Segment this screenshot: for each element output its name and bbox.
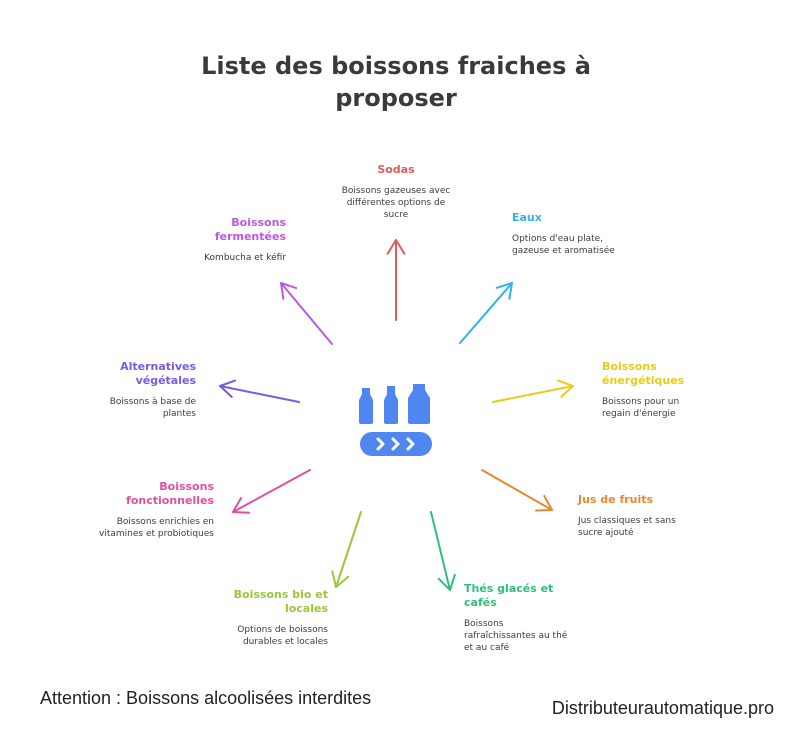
node-heading: Boissons bio et locales: [233, 588, 328, 615]
arrow-fonctionnelles: [232, 469, 311, 514]
node-description: Boissons rafraîchissantes au thé et au c…: [464, 619, 568, 653]
node-heading: Boissons fermentées: [214, 216, 286, 243]
node-description: Boissons pour un regain d'énergie: [602, 397, 680, 419]
arrow-thes: [430, 511, 456, 591]
node-thes: Thés glacés et cafés Boissons rafraîchis…: [464, 582, 574, 654]
node-description: Options d'eau plate, gazeuse et aromatis…: [512, 234, 615, 256]
node-description: Boissons à base de plantes: [109, 397, 196, 419]
arrow-bio: [331, 511, 362, 588]
node-heading: Boissons fonctionnelles: [126, 480, 214, 507]
node-heading: Alternatives végétales: [120, 360, 196, 387]
footer-site: Distributeurautomatique.pro: [551, 698, 774, 718]
arrow-energetiques: [492, 379, 574, 403]
node-heading: Eaux: [512, 211, 542, 224]
node-vegetales: Alternatives végétales Boissons à base d…: [96, 360, 196, 420]
title-line-2: proposer: [335, 84, 457, 112]
bottles-conveyor-icon: [359, 384, 432, 456]
node-fonctionnelles: Boissons fonctionnelles Boissons enrichi…: [96, 480, 214, 540]
arrow-eaux: [459, 282, 513, 344]
node-heading: Boissons énergétiques: [602, 360, 685, 387]
page-title: Liste des boissons fraiches à proposer: [0, 50, 792, 114]
node-heading: Sodas: [377, 163, 415, 176]
node-jus: Jus de fruits Jus classiques et sans suc…: [578, 493, 688, 539]
node-bio: Boissons bio et locales Options de boiss…: [218, 588, 328, 648]
title-line-1: Liste des boissons fraiches à: [201, 52, 591, 80]
node-energetiques: Boissons énergétiques Boissons pour un r…: [602, 360, 702, 420]
arrow-sodas: [386, 239, 406, 321]
footer-note: Attention : Boissons alcoolisées interdi…: [40, 688, 372, 708]
node-sodas: Sodas Boissons gazeuses avec différentes…: [340, 163, 452, 221]
arrow-fermentees: [280, 282, 333, 345]
arrow-jus: [481, 469, 553, 512]
node-heading: Thés glacés et cafés: [464, 582, 554, 609]
node-eaux: Eaux Options d'eau plate, gazeuse et aro…: [512, 211, 622, 257]
arrow-vegetales: [219, 379, 300, 403]
node-description: Boissons enrichies en vitamines et probi…: [99, 517, 214, 539]
node-description: Options de boissons durables et locales: [237, 625, 328, 647]
node-description: Kombucha et kéfir: [204, 253, 286, 263]
node-description: Boissons gazeuses avec différentes optio…: [341, 186, 451, 220]
node-fermentees: Boissons fermentées Kombucha et kéfir: [176, 216, 286, 264]
node-heading: Jus de fruits: [578, 493, 654, 506]
node-description: Jus classiques et sans sucre ajouté: [578, 516, 676, 538]
